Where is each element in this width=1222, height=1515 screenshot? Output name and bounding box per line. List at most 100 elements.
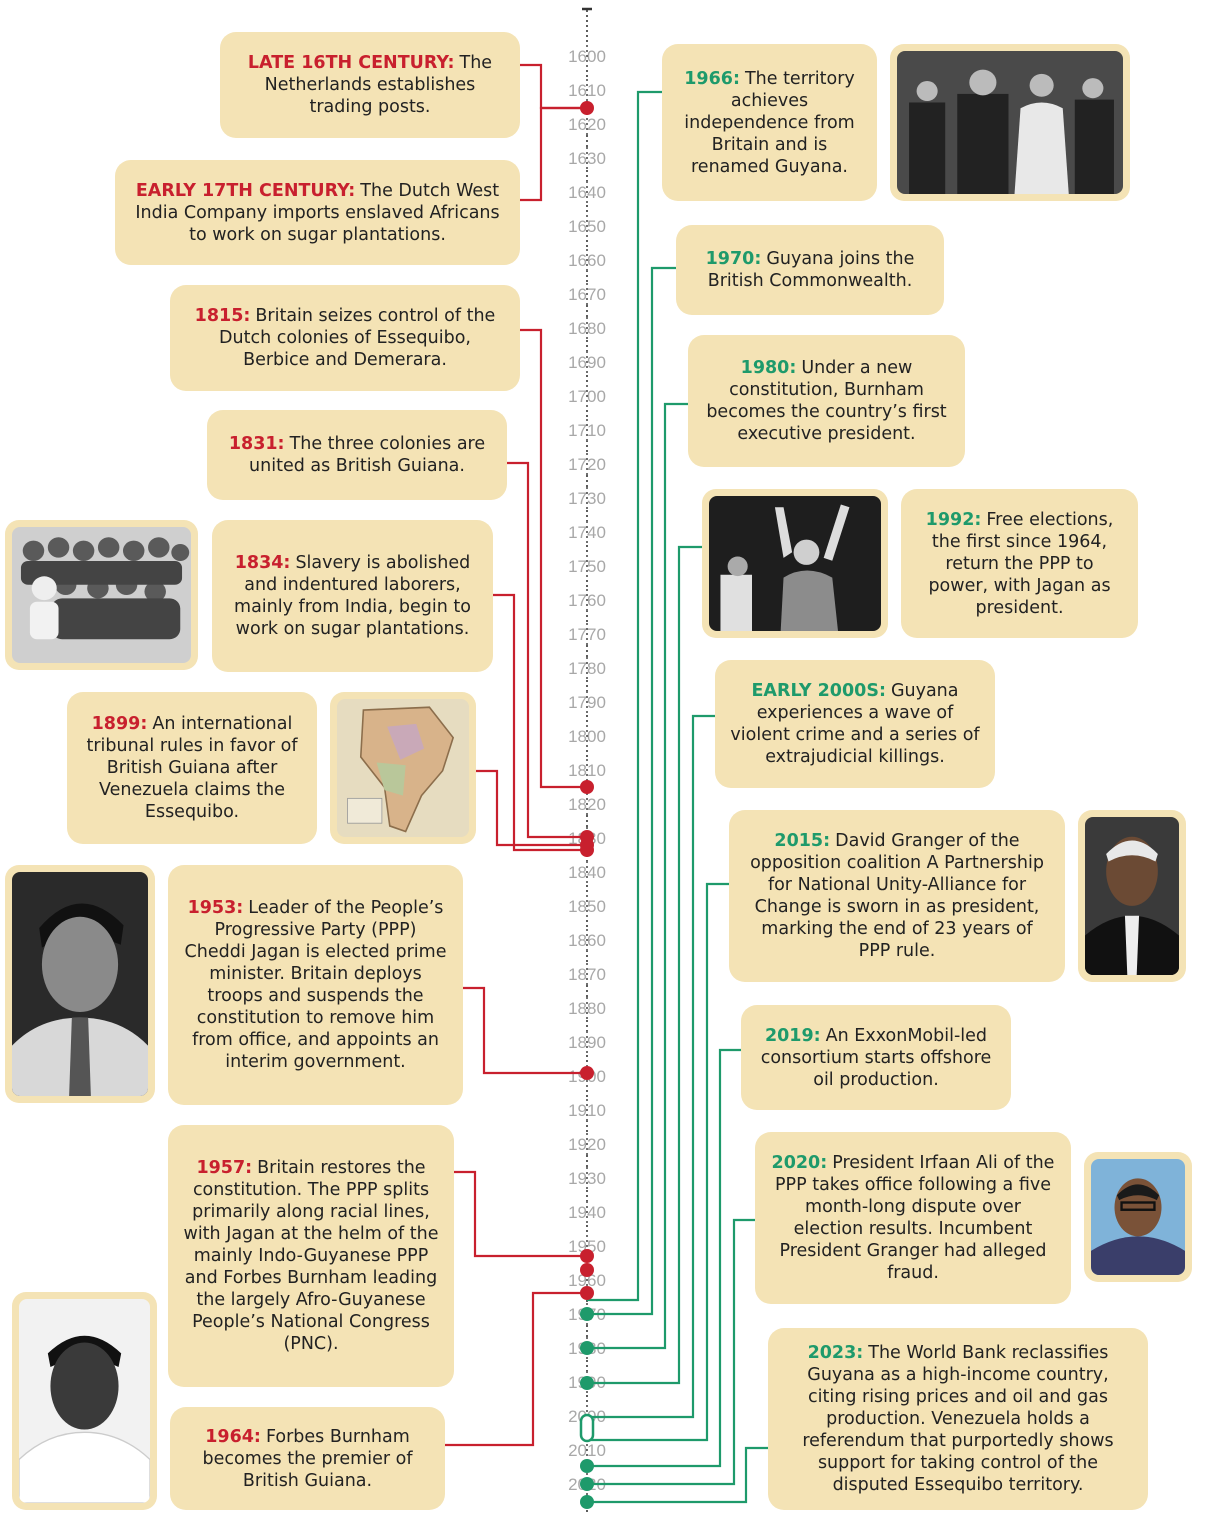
- photo-independence-ceremony: [890, 44, 1130, 201]
- event-range-marker: [579, 1413, 595, 1443]
- map-icon: [337, 699, 469, 837]
- event-1964: 1964:Forbes Burnham becomes the premier …: [170, 1407, 445, 1510]
- photo-1992-election: [702, 489, 888, 638]
- portrait-icon: [1091, 1159, 1185, 1275]
- event-dot: [580, 1459, 594, 1473]
- photo-david-granger: [1078, 810, 1186, 982]
- event-dot: [580, 838, 594, 852]
- event-label: EARLY 17TH CENTURY:: [135, 180, 356, 201]
- event-label: EARLY 2000S:: [751, 681, 886, 701]
- event-dot: [580, 1263, 594, 1277]
- photo-indentured-laborers: [5, 520, 198, 670]
- photo-cheddi-jagan: [5, 865, 155, 1103]
- event-dot: [580, 1066, 594, 1080]
- event-label: 1831:: [228, 434, 285, 454]
- event-text: Forbes Burnham becomes the premier of Br…: [202, 1426, 413, 1491]
- celebration-photo-icon: [709, 496, 881, 631]
- connector-line: [493, 593, 587, 852]
- event-label: 1966:: [684, 68, 740, 89]
- connector-line: [520, 106, 587, 202]
- event-text: An international tribunal rules in favor…: [86, 714, 298, 822]
- event-early-2000s: EARLY 2000S:Guyana experiences a wave of…: [715, 660, 995, 788]
- event-label: 1964:: [205, 1426, 261, 1447]
- event-dot: [580, 1286, 594, 1300]
- connector-line: [587, 714, 715, 1419]
- event-text: Slavery is abolished and indentured labo…: [234, 553, 471, 639]
- event-label: 1834:: [234, 553, 291, 573]
- connector-line: [463, 986, 587, 1075]
- event-text: Britain seizes control of the Dutch colo…: [219, 306, 496, 370]
- event-1953: 1953:Leader of the People’s Progressive …: [168, 865, 463, 1105]
- event-text: Under a new constitution, Burnham become…: [706, 358, 947, 444]
- photo-forbes-burnham: [12, 1292, 157, 1510]
- portrait-icon: [19, 1299, 150, 1503]
- connector-line: [454, 1170, 587, 1258]
- portrait-icon: [1085, 817, 1179, 975]
- event-dot: [580, 101, 594, 115]
- event-text: An ExxonMobil-led consortium starts offs…: [760, 1025, 992, 1090]
- event-text: The Dutch West India Company imports ens…: [135, 180, 500, 245]
- event-text: The World Bank reclassifies Guyana as a …: [802, 1343, 1114, 1495]
- connector-line: [587, 402, 688, 1350]
- crowd-photo-icon: [897, 51, 1123, 194]
- engraving-illustration-icon: [12, 527, 191, 663]
- event-early-17th-century: EARLY 17TH CENTURY:The Dutch West India …: [115, 160, 520, 265]
- event-2015: 2015:David Granger of the opposition coa…: [729, 810, 1065, 982]
- event-1815: 1815:Britain seizes control of the Dutch…: [170, 285, 520, 391]
- connector-line: [476, 769, 587, 847]
- connector-line: [587, 90, 662, 1302]
- event-text: The Netherlands establishes trading post…: [264, 53, 493, 117]
- connector-line: [587, 545, 702, 1385]
- event-dot: [580, 1341, 594, 1355]
- event-text: President Irfaan Ali of the PPP takes of…: [774, 1153, 1055, 1283]
- event-text: Guyana joins the British Commonwealth.: [707, 249, 915, 291]
- event-label: 1953:: [187, 898, 244, 918]
- event-text: Guyana experiences a wave of violent cri…: [730, 681, 980, 767]
- connector-line: [520, 328, 587, 789]
- event-dot: [580, 1477, 594, 1491]
- event-1834: 1834:Slavery is abolished and indentured…: [212, 520, 493, 672]
- event-dot: [580, 1376, 594, 1390]
- event-label: 1970:: [705, 249, 762, 269]
- event-text: The territory achieves independence from…: [684, 68, 855, 177]
- photo-map-south-america: [330, 692, 476, 844]
- event-text: Leader of the People’s Progressive Party…: [184, 898, 447, 1072]
- event-dot: [580, 1249, 594, 1263]
- event-text: Britain restores the constitution. The P…: [183, 1158, 439, 1354]
- event-label: 2019:: [764, 1025, 821, 1046]
- event-label: 1899:: [91, 714, 148, 734]
- event-1992: 1992:Free elections, the first since 196…: [901, 489, 1138, 638]
- event-late-16th-century: LATE 16TH CENTURY:The Netherlands establ…: [220, 32, 520, 138]
- event-label: 2015:: [774, 831, 831, 851]
- event-label: 2023:: [807, 1343, 864, 1363]
- connector-line: [507, 461, 587, 839]
- event-label: 1815:: [194, 306, 251, 326]
- event-label: 1957:: [196, 1158, 253, 1178]
- event-dot: [580, 1307, 594, 1321]
- event-dot: [580, 1495, 594, 1509]
- connector-line: [587, 266, 676, 1316]
- connector-line: [587, 1048, 741, 1468]
- portrait-icon: [12, 872, 148, 1096]
- event-2019: 2019:An ExxonMobil-led consortium starts…: [741, 1005, 1011, 1110]
- event-1831: 1831:The three colonies are united as Br…: [207, 410, 507, 500]
- event-1957: 1957:Britain restores the constitution. …: [168, 1125, 454, 1387]
- event-text: Free elections, the first since 1964, re…: [928, 509, 1114, 618]
- event-label: 1980:: [740, 358, 797, 378]
- event-dot: [580, 780, 594, 794]
- photo-irfaan-ali: [1084, 1152, 1192, 1282]
- connector-line: [587, 1446, 768, 1504]
- event-text: The three colonies are united as British…: [249, 434, 486, 476]
- connector-line: [445, 1291, 587, 1447]
- event-text: David Granger of the opposition coalitio…: [750, 831, 1044, 961]
- connector-line: [587, 882, 729, 1442]
- event-label: 1992:: [925, 509, 982, 530]
- event-1966: 1966:The territory achieves independence…: [662, 44, 877, 201]
- connector-line: [587, 1218, 755, 1486]
- event-1980: 1980:Under a new constitution, Burnham b…: [688, 335, 965, 467]
- event-label: 2020:: [771, 1153, 828, 1173]
- event-1899: 1899:An international tribunal rules in …: [67, 692, 317, 844]
- event-2023: 2023:The World Bank reclassifies Guyana …: [768, 1328, 1148, 1510]
- event-2020: 2020:President Irfaan Ali of the PPP tak…: [755, 1132, 1071, 1304]
